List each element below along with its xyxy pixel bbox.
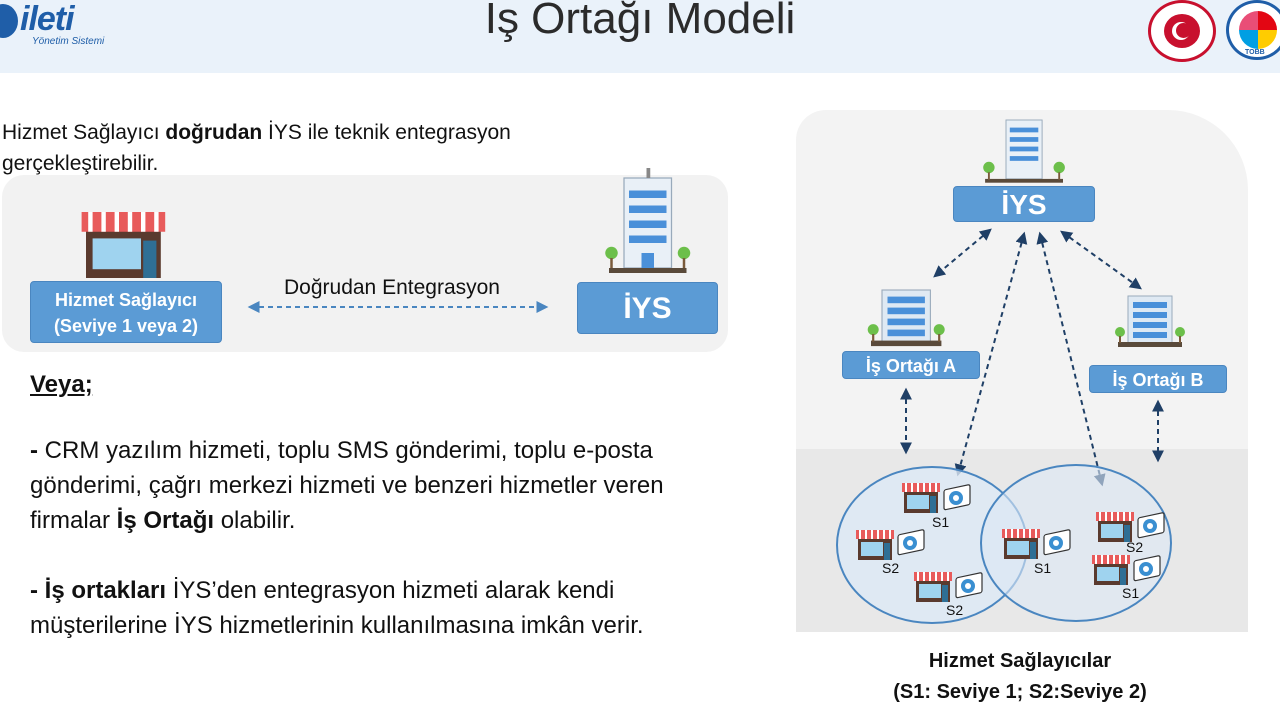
s-level-label: S2: [1126, 539, 1144, 555]
header-bar: [0, 0, 1280, 73]
provider-store-icon: [1095, 511, 1135, 543]
partner-b-building-icon: [1114, 295, 1186, 348]
iys-top-box: İYS: [953, 186, 1095, 222]
s-level-label: S1: [932, 514, 950, 530]
ileti-logo: ileti Yönetim Sistemi: [0, 0, 140, 50]
provider-store-icon: [1001, 528, 1041, 560]
provider-store-icon: [1091, 554, 1131, 586]
store-icon: [82, 212, 166, 278]
iys-to-partner-b-arrow: [1060, 230, 1142, 290]
page-title: Iş Ortağı Modeli: [484, 0, 796, 43]
iys-to-partner-a-arrow: [933, 228, 992, 278]
tobb-seal-logo: TOBB: [1226, 0, 1280, 60]
s-level-label: S2: [882, 560, 900, 576]
ministry-seal-logo: [1148, 0, 1216, 62]
s-level-label: S1: [1122, 585, 1140, 601]
iys-building-icon: [983, 119, 1065, 183]
s-level-label: S2: [946, 602, 964, 618]
building-icon: [605, 168, 691, 273]
connection-label: Doğrudan Entegrasyon: [284, 276, 500, 299]
logo-text: ileti: [20, 0, 75, 38]
iys-box: İYS: [577, 282, 718, 334]
partner-a-building-icon: [867, 289, 946, 347]
provider-box: Hizmet Sağlayıcı (Seviye 1 veya 2): [30, 281, 222, 343]
provider-store-icon: [901, 482, 941, 514]
intro-text: Hizmet Sağlayıcı doğrudan İYS ile teknik…: [2, 121, 511, 175]
iys-to-providers-arrow-left: [954, 231, 1028, 477]
bullet-partners-role: - İş ortakları İYS’den entegrasyon hizme…: [30, 577, 644, 639]
s-level-label: S1: [1034, 560, 1052, 576]
partner-a-box: İş Ortağı A: [842, 351, 980, 379]
bullet-partners-definition: - CRM yazılım hizmeti, toplu SMS gönderi…: [30, 437, 664, 534]
providers-caption: Hizmet Sağlayıcılar (S1: Seviye 1; S2:Se…: [893, 650, 1147, 703]
provider-store-icon: [855, 529, 895, 561]
logo-subtitle: Yönetim Sistemi: [32, 36, 105, 47]
logo-mark-icon: [0, 4, 18, 38]
partner-b-box: İş Ortağı B: [1089, 365, 1227, 393]
iys-to-providers-arrow-right: [1036, 231, 1106, 487]
veya-heading: Veya;: [30, 371, 93, 398]
provider-store-icon: [913, 571, 953, 603]
